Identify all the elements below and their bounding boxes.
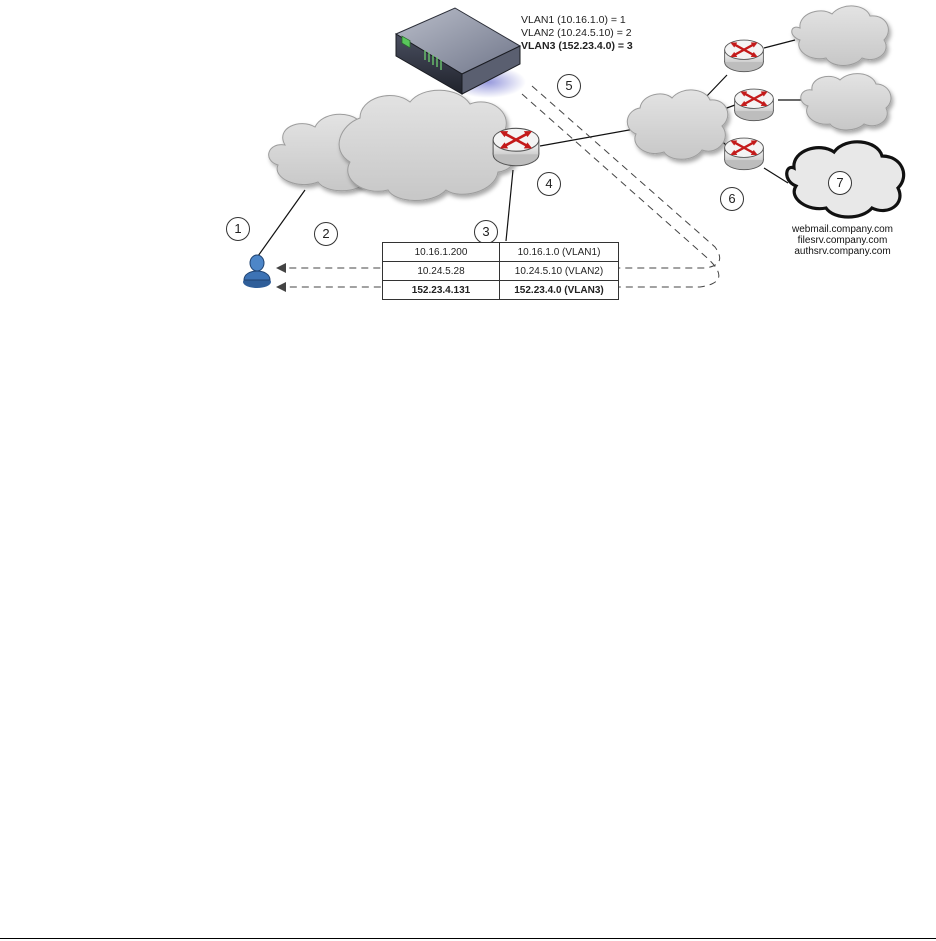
- router-c: [723, 136, 765, 171]
- dashed-path-lower: [284, 93, 720, 288]
- cloud-top-right: [791, 5, 889, 66]
- link-router-a-cloud: [763, 39, 796, 49]
- server-vents: [424, 50, 442, 70]
- arrowhead-upper: [276, 263, 286, 273]
- table-row: 10.24.5.28 10.24.5.10 (VLAN2): [382, 261, 619, 281]
- router-main: [491, 126, 541, 168]
- ip-vlan-table: 10.16.1.200 10.16.1.0 (VLAN1) 10.24.5.28…: [382, 242, 619, 300]
- server: [394, 7, 526, 98]
- router-a: [723, 38, 765, 73]
- table-cell-vlan: 10.16.1.0 (VLAN1): [499, 242, 619, 262]
- host-webmail: webmail.company.com: [792, 224, 893, 235]
- host-filesrv: filesrv.company.com: [797, 235, 888, 246]
- user-icon: [243, 254, 271, 288]
- link-router-c-cloud: [763, 167, 789, 184]
- link-cloud-router-a: [704, 74, 728, 99]
- table-row: 152.23.4.131 152.23.4.0 (VLAN3): [382, 280, 619, 300]
- arrowhead-lower: [276, 282, 286, 292]
- step-7-badge: 7: [828, 171, 852, 195]
- page-bottom-rule: [0, 938, 936, 939]
- table-cell-vlan: 10.24.5.10 (VLAN2): [499, 261, 619, 281]
- vlan-legend: VLAN1 (10.16.1.0) = 1 VLAN2 (10.24.5.10)…: [521, 14, 633, 53]
- table-cell-ip: 152.23.4.131: [382, 280, 500, 300]
- cloud-mid-right: [800, 73, 892, 131]
- router-b: [733, 87, 775, 122]
- table-row: 10.16.1.200 10.16.1.0 (VLAN1): [382, 242, 619, 262]
- step-3-badge: 3: [474, 220, 498, 244]
- cloud-center: [338, 89, 519, 201]
- step-6-badge: 6: [720, 187, 744, 211]
- table-cell-vlan: 152.23.4.0 (VLAN3): [499, 280, 619, 300]
- service-hosts: webmail.company.com filesrv.company.com …: [770, 224, 915, 257]
- step-5-badge: 5: [557, 74, 581, 98]
- vlan-legend-2: VLAN2 (10.24.5.10) = 2: [521, 27, 632, 39]
- dashed-paths: [284, 85, 721, 288]
- dashed-path-upper: [284, 85, 721, 269]
- vlan-legend-3: VLAN3 (152.23.4.0) = 3: [521, 40, 633, 52]
- host-authsrv: authsrv.company.com: [794, 246, 891, 257]
- table-cell-ip: 10.16.1.200: [382, 242, 500, 262]
- link-router-table: [505, 169, 514, 242]
- step-1-badge: 1: [226, 217, 250, 241]
- step-4-badge: 4: [537, 172, 561, 196]
- vlan-legend-1: VLAN1 (10.16.1.0) = 1: [521, 14, 626, 26]
- step-2-badge: 2: [314, 222, 338, 246]
- table-cell-ip: 10.24.5.28: [382, 261, 500, 281]
- link-user-cloud: [257, 189, 306, 257]
- cloud-right-center: [626, 89, 729, 160]
